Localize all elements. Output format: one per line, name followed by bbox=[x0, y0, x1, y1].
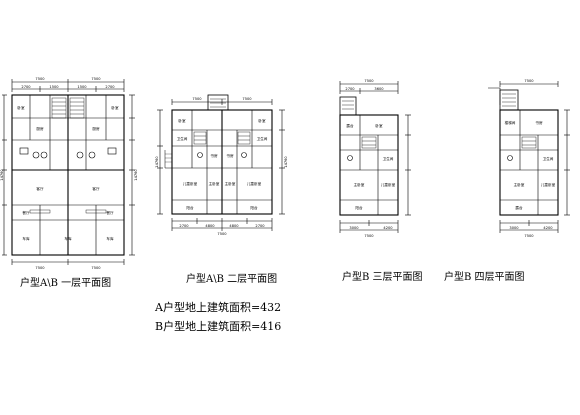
room-label: 书房 bbox=[535, 120, 543, 125]
room-label: 书房 bbox=[226, 153, 234, 158]
plan-fourth-floor bbox=[488, 81, 570, 233]
plan-second-floor bbox=[157, 94, 285, 231]
room-label: 卧室 bbox=[17, 105, 25, 110]
dim-label: 1500 bbox=[49, 85, 59, 89]
plan-third-floor bbox=[339, 81, 411, 233]
room-label: 阳台 bbox=[355, 205, 363, 210]
dim-label: 2700 bbox=[179, 224, 189, 228]
room-label: 卫生间 bbox=[383, 156, 394, 161]
dim-label: 7500 bbox=[91, 77, 101, 81]
room-label: 儿童卧室 bbox=[541, 182, 556, 187]
room-label: 主卧室 bbox=[354, 182, 365, 187]
room-label: 卧室 bbox=[258, 118, 266, 123]
room-label: 客厅 bbox=[36, 186, 44, 191]
dim-label: 7500 bbox=[364, 234, 374, 238]
room-label: 厨房 bbox=[36, 126, 44, 131]
room-label: 车库 bbox=[22, 236, 30, 241]
dim-label: 2700 bbox=[105, 85, 115, 89]
room-label: 儿童卧室 bbox=[381, 182, 396, 187]
dim-label: 7500 bbox=[524, 234, 534, 238]
dim-label: 14760 bbox=[155, 156, 159, 168]
dim-label: 4200 bbox=[543, 226, 553, 230]
dim-label: 7500 bbox=[242, 97, 252, 101]
plan-first-floor bbox=[2, 79, 135, 265]
plan-caption-fourth-floor: 户型B 四层平面图 bbox=[444, 272, 525, 283]
room-label: 主卧室 bbox=[514, 182, 525, 187]
dim-label: 4800 bbox=[205, 224, 215, 228]
room-label: 餐厅 bbox=[22, 210, 30, 215]
dim-label: 7500 bbox=[35, 266, 45, 270]
plan-caption-second-floor: 户型A\B 二层平面图 bbox=[186, 274, 278, 285]
dim-label: 3000 bbox=[509, 226, 519, 230]
dim-label: 7500 bbox=[217, 232, 227, 236]
room-label: 客厅 bbox=[92, 186, 100, 191]
room-label: 卫生间 bbox=[543, 156, 554, 161]
dim-label: 2700 bbox=[21, 85, 31, 89]
room-label: 厨房 bbox=[92, 126, 100, 131]
dim-label: 2700 bbox=[255, 224, 265, 228]
room-label: 卫生间 bbox=[177, 136, 188, 141]
room-label: 卧室 bbox=[178, 118, 186, 123]
room-label: 儿童卧室 bbox=[247, 181, 262, 186]
dim-label: 7500 bbox=[91, 266, 101, 270]
dim-label: 1500 bbox=[77, 85, 87, 89]
dim-label: 14760 bbox=[134, 169, 138, 181]
dim-label: 4200 bbox=[383, 226, 393, 230]
dim-label: 14760 bbox=[284, 156, 288, 168]
dim-label: 14760 bbox=[0, 169, 4, 181]
dim-label: 7500 bbox=[364, 79, 374, 83]
room-label: 露台 bbox=[346, 123, 354, 128]
dim-label: 7500 bbox=[524, 79, 534, 83]
room-label: 阳台 bbox=[186, 205, 194, 210]
dim-label: 2700 bbox=[345, 87, 355, 91]
room-label: 卫生间 bbox=[257, 136, 268, 141]
dim-label: 7500 bbox=[192, 97, 202, 101]
room-label: 楼梯间 bbox=[505, 120, 516, 125]
room-label: 书房 bbox=[210, 153, 218, 158]
area-note-type-a: A户型地上建筑面积=432 bbox=[155, 301, 282, 314]
dim-label: 7500 bbox=[35, 77, 45, 81]
room-label: 主卧室 bbox=[225, 181, 236, 186]
room-label: 卧室 bbox=[111, 105, 119, 110]
room-label: 车库 bbox=[106, 236, 114, 241]
room-label: 车库 bbox=[64, 236, 72, 241]
plan-caption-first-floor: 户型A\B 一层平面图 bbox=[20, 278, 112, 289]
room-label: 卧室 bbox=[375, 123, 383, 128]
dim-label: 3600 bbox=[374, 87, 384, 91]
room-label: 露台 bbox=[515, 205, 523, 210]
area-note-type-b: B户型地上建筑面积=416 bbox=[155, 320, 282, 333]
room-label: 主卧室 bbox=[209, 181, 220, 186]
dim-label: 4800 bbox=[229, 224, 239, 228]
plan-caption-third-floor: 户型B 三层平面图 bbox=[342, 272, 423, 283]
dim-label: 3000 bbox=[349, 226, 359, 230]
room-label: 餐厅 bbox=[106, 210, 114, 215]
room-label: 儿童卧室 bbox=[183, 181, 198, 186]
room-label: 阳台 bbox=[250, 205, 258, 210]
